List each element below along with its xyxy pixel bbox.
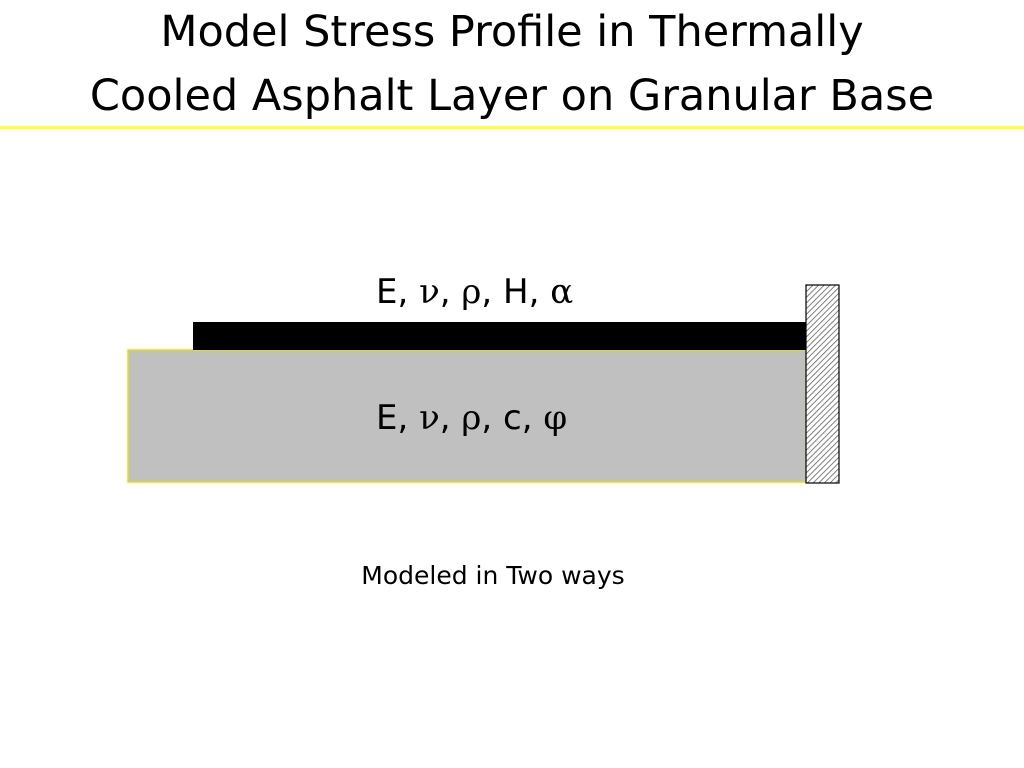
poisson-ratio-symbol: ν	[419, 272, 440, 312]
slide-title-line-2: Cooled Asphalt Layer on Granular Base	[89, 71, 935, 121]
modulus-symbol: E	[376, 398, 398, 438]
asphalt-layer	[193, 322, 806, 350]
separator: ,	[397, 398, 420, 438]
thermal-coefficient-symbol: α	[550, 272, 574, 312]
granular-base-properties-label: E, ν, ρ, c, φ	[376, 398, 567, 438]
density-symbol: ρ	[461, 272, 482, 312]
friction-angle-symbol: φ	[543, 398, 568, 438]
modulus-symbol: E	[376, 272, 398, 312]
end-restraint-wall	[805, 284, 840, 484]
title-underline-rule	[0, 126, 1024, 129]
separator: ,	[439, 398, 462, 438]
slide-title-line-1: Model Stress Profile in Thermally	[160, 7, 864, 57]
density-symbol: ρ	[461, 398, 482, 438]
poisson-ratio-symbol: ν	[419, 398, 440, 438]
asphalt-layer-properties-label: E, ν, ρ, H, α	[376, 272, 573, 312]
thickness-symbol: , H,	[481, 272, 551, 312]
separator: ,	[439, 272, 462, 312]
slide-caption: Modeled in Two ways	[361, 561, 625, 590]
cohesion-symbol: , c,	[481, 398, 544, 438]
separator: ,	[397, 272, 420, 312]
